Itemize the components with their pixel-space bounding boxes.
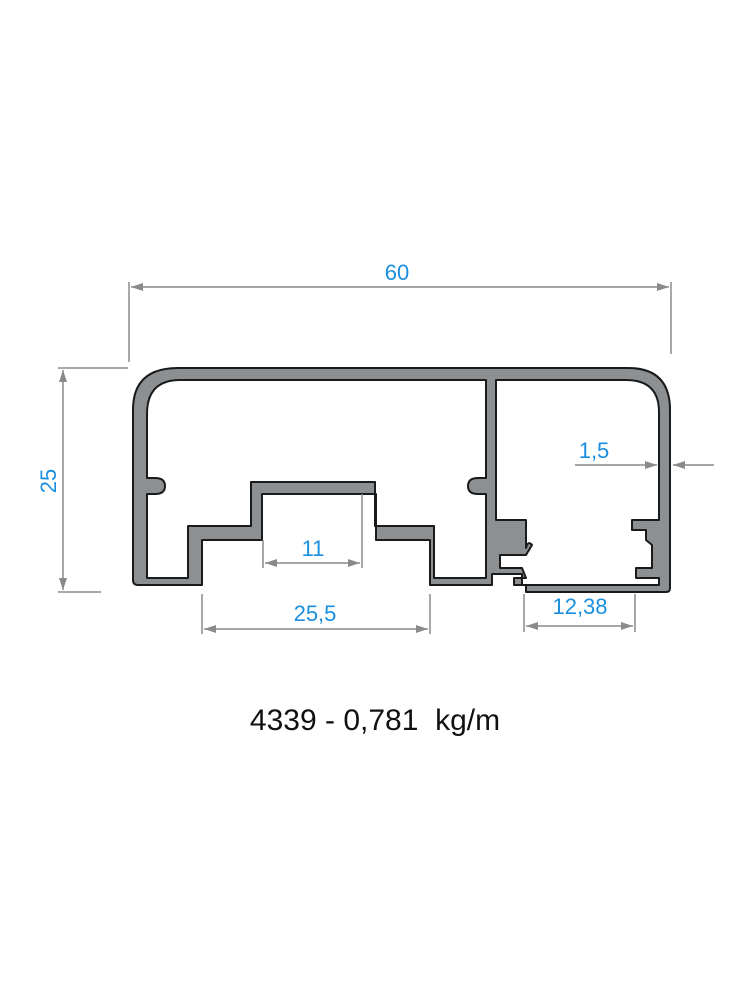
dimension-label-outer: 25,5 xyxy=(294,601,337,626)
dimension-wall-thickness: 1,5 xyxy=(575,438,714,469)
profile-section xyxy=(132,367,671,593)
dimension-side-chamber: 12,38 xyxy=(523,594,636,632)
dimension-label-height: 25 xyxy=(36,469,61,493)
profile-caption: 4339 - 0,781 kg/m xyxy=(250,704,500,737)
profile-outline xyxy=(132,367,671,593)
dimension-inner-channel: 11 xyxy=(262,494,363,568)
dimension-overall-width: 60 xyxy=(128,260,672,362)
dimension-outer-channel: 25,5 xyxy=(201,594,431,634)
dimension-label-inner: 11 xyxy=(302,536,325,561)
dimension-label-wall: 1,5 xyxy=(579,438,610,463)
dimension-label-side: 12,38 xyxy=(552,594,607,619)
dimension-overall-height: 25 xyxy=(36,367,128,593)
dimension-label-width: 60 xyxy=(385,260,409,285)
